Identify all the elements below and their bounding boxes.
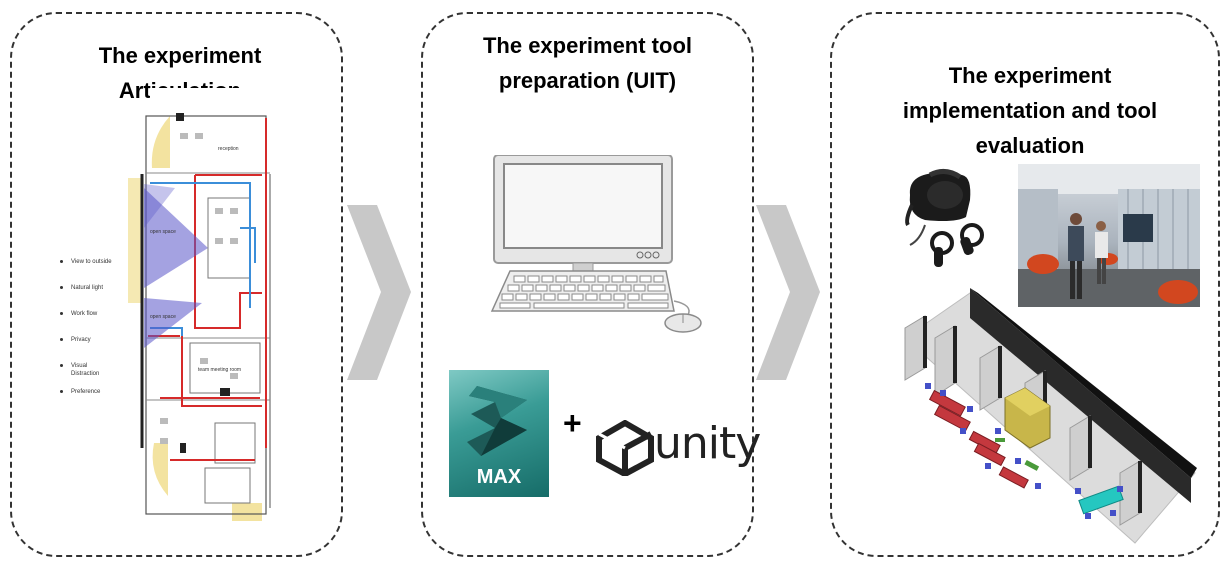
legend-item: View to outside [60,258,112,284]
unity-logo-icon [596,420,654,476]
panel-title-implementation: The experiment implementation and tool e… [860,58,1200,163]
max-shape-icon [467,386,527,456]
computer-icon [490,155,702,333]
process-arrow-2 [756,205,820,380]
office-3d-model [904,288,1197,544]
plus-sign: + [563,405,582,441]
floor-plan-legend: View to outside Natural light Work flow … [60,258,112,414]
process-arrow-1 [347,205,411,380]
legend-label: Work flow [71,311,98,317]
room-label: team meeting room [198,367,241,373]
legend-label: Visual Distraction [71,363,100,377]
panel-title-preparation: The experiment tool preparation (UIT) [425,28,750,98]
room-label: open space [150,229,176,235]
legend-item: Natural light [60,284,112,310]
office-scene [1018,164,1200,307]
title-line: The experiment tool [482,33,693,58]
title-line: The experiment [948,63,1112,88]
3ds-max-logo [449,370,549,497]
office-vr-photo [1018,164,1200,307]
legend-label: Natural light [71,285,104,291]
room-label: reception [218,146,239,152]
legend-item: Preference [60,388,112,414]
room-label: open space [150,314,176,320]
title-line: The experiment [98,43,262,68]
max-label: MAX [476,466,522,488]
legend-item: Visual Distraction [60,362,112,388]
title-line: implementation and tool [902,98,1158,123]
legend-label: Privacy [71,337,91,343]
legend-item: Privacy [60,336,112,362]
title-line: preparation (UIT) [498,68,677,93]
legend-item: Work flow [60,310,112,336]
floor-plan: reception open space open space team mee… [128,88,290,521]
title-line: evaluation [975,133,1085,158]
unity-label: unity [654,418,761,469]
legend-label: View to outside [71,259,112,265]
vr-headset-icon [905,169,984,267]
legend-label: Preference [71,389,101,395]
